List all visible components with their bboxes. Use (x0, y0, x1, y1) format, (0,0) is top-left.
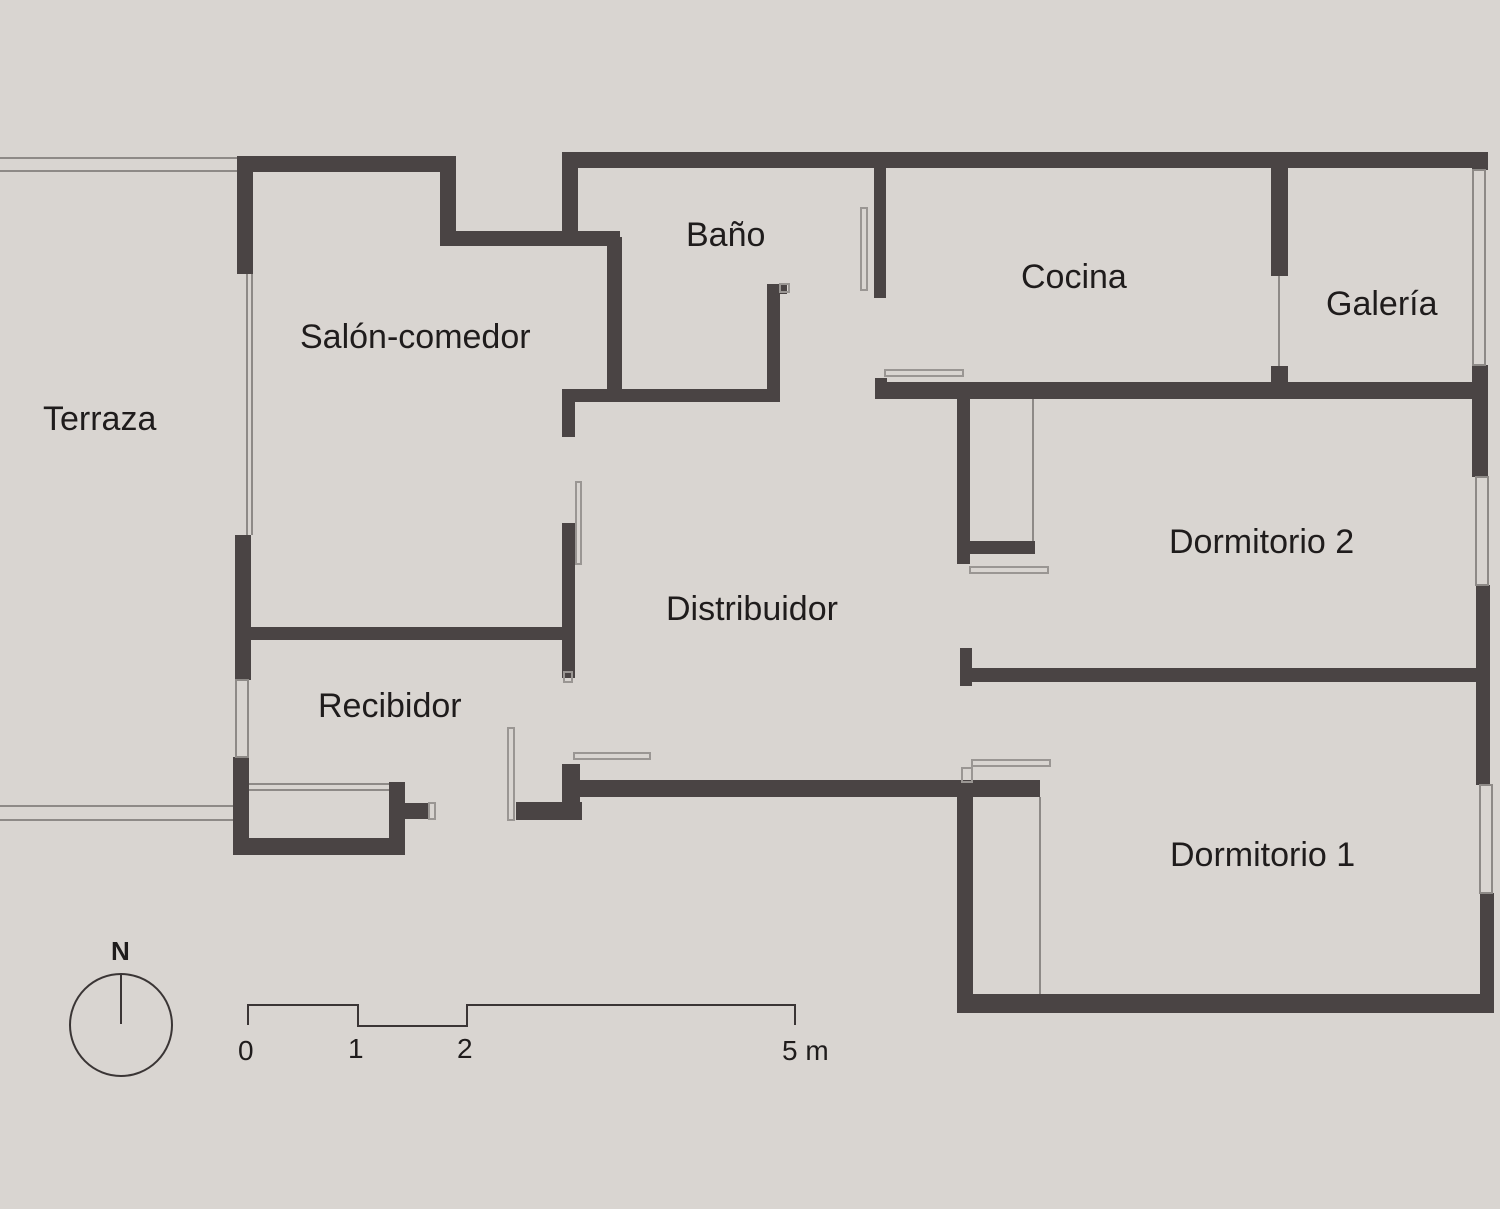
wall-left-top (237, 156, 253, 274)
wall-cocina-door-jamb (875, 378, 887, 398)
walls (233, 152, 1494, 1013)
wall-right-dorm2-mid (1476, 585, 1490, 785)
scale-tick-1: 1 (348, 1033, 364, 1064)
bano-door-cap (779, 283, 790, 293)
dorm1-door (971, 759, 1051, 767)
scale-bar-line (247, 1004, 796, 1027)
wall-bano-right-of-salon (607, 237, 622, 397)
wall-top-main (562, 152, 1488, 168)
salon-door (575, 481, 582, 565)
wall-left-low (233, 757, 249, 855)
wall-bano-left-upper (562, 156, 578, 246)
room-label-galeria: Galería (1326, 285, 1438, 323)
room-labels: Terraza Salón-comedor Baño Cocina Galerí… (43, 216, 1438, 874)
wall-salon-notch-horizontal (440, 231, 620, 246)
wall-right-upper (1472, 152, 1488, 170)
scale-tick-0: 0 (238, 1035, 254, 1066)
room-label-dormitorio-2: Dormitorio 2 (1169, 523, 1354, 561)
wall-salon-notch-vertical (440, 156, 456, 246)
wall-bano-door-jamb (562, 389, 575, 437)
wall-dorm-divider (960, 668, 1490, 682)
wall-dorm2-closet-bottom (957, 541, 1035, 554)
wall-bano-inner-cap (767, 284, 787, 294)
compass-north-label: N (111, 936, 130, 966)
wall-salon-recibidor (237, 627, 567, 640)
recibidor-door (563, 671, 573, 683)
scale-tick-2: 2 (457, 1033, 473, 1064)
room-label-cocina: Cocina (1021, 258, 1127, 296)
dorm1-window (1479, 784, 1493, 894)
entrance-side-panel (573, 752, 651, 760)
wall-bano-inner-right (767, 284, 780, 402)
wall-dorm-divider-jamb (960, 648, 972, 686)
wall-bottom-distribuidor (562, 780, 1040, 797)
dorm2-window (1475, 476, 1489, 586)
room-label-dormitorio-1: Dormitorio 1 (1170, 836, 1355, 874)
cocina-hall-door (884, 369, 964, 377)
scale-bar: 0 1 2 5 m (238, 1004, 829, 1066)
wall-salon-distribuidor (562, 523, 575, 678)
room-label-terraza: Terraza (43, 400, 156, 438)
wall-dorm1-left (957, 780, 973, 1012)
room-label-distribuidor: Distribuidor (666, 590, 838, 628)
wall-dorm2-closet-left (957, 399, 970, 564)
scale-tick-5m: 5 m (782, 1035, 829, 1066)
recibidor-window (235, 679, 249, 758)
wall-right-galeria-bottom (1472, 365, 1488, 477)
wall-dorm1-bottom (957, 994, 1494, 1013)
room-label-bano: Baño (686, 216, 765, 254)
room-label-salon: Salón-comedor (300, 318, 531, 356)
wall-cocina-left (874, 160, 886, 298)
cocina-door (860, 207, 868, 291)
wall-cocina-galeria-top (1271, 156, 1288, 276)
closet-stub-cap (428, 802, 436, 820)
galeria-window (1472, 169, 1486, 366)
wall-left-bottom (233, 838, 405, 855)
wall-top-salon (237, 156, 455, 172)
doors (428, 207, 1051, 821)
wall-closet-stub (389, 803, 429, 819)
wall-under-cocina (875, 382, 1488, 399)
north-compass: N (69, 936, 173, 1077)
windows (0, 157, 1493, 994)
entrance-door (507, 727, 515, 821)
wall-bano-bottom (562, 389, 780, 402)
room-label-recibidor: Recibidor (318, 687, 462, 725)
wall-right-dorm1-low (1480, 893, 1494, 1013)
dorm1-door-jamb (961, 767, 973, 783)
dorm2-door (969, 566, 1049, 574)
wall-left-mid (235, 535, 251, 680)
